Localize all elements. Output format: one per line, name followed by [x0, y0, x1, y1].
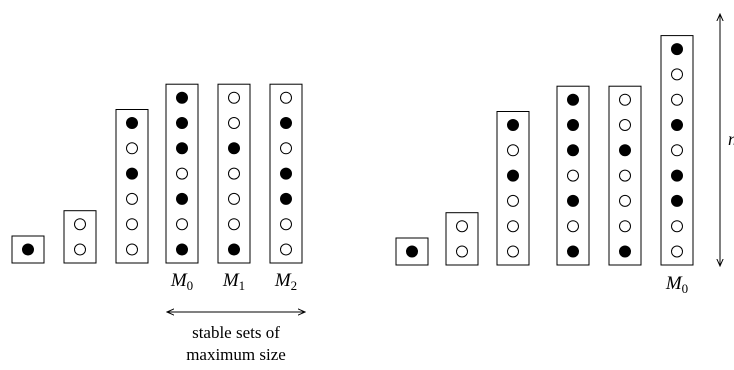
right-column-box-0 [395, 237, 429, 266]
left-column-label-0: M0 [170, 270, 193, 293]
right-column-label-sub-0: 0 [682, 281, 689, 296]
right-vertex-5-0-filled [671, 43, 683, 56]
right-vertex-2-4-empty [507, 220, 519, 233]
left-vertex-2-4-empty [126, 218, 138, 231]
right-vertex-4-1-empty [619, 119, 631, 131]
right-column-box-2 [496, 111, 530, 266]
left-vertex-5-2-empty [280, 142, 292, 155]
right-vertex-4-2-filled [619, 144, 631, 157]
right-vertex-5-7-empty [671, 220, 683, 233]
right-vertex-1-0-empty [456, 220, 468, 233]
left-vertex-0-0-filled [22, 243, 34, 256]
left-vertex-5-4-filled [280, 192, 292, 205]
right-panel: M0 [395, 35, 694, 296]
left-vertex-3-2-filled [176, 142, 188, 155]
right-vertex-3-2-filled [567, 144, 579, 157]
left-vertex-2-3-empty [126, 192, 138, 205]
left-column-label-2: M2 [274, 270, 297, 293]
right-vertex-4-4-empty [619, 194, 631, 207]
right-vertex-2-5-empty [507, 245, 519, 258]
left-vertex-4-3-empty [228, 167, 240, 180]
left-column-label-sub-2: 2 [291, 278, 298, 293]
left-vertex-4-6-filled [228, 243, 240, 256]
left-vertex-4-0-empty [228, 91, 240, 104]
left-column-label-base-1: M [222, 270, 240, 291]
left-column-label-base-2: M [274, 270, 292, 291]
left-column-box-4 [217, 83, 251, 264]
right-vertex-2-2-filled [507, 169, 519, 182]
left-vertex-3-5-empty [176, 218, 188, 231]
right-vertex-4-6-filled [619, 245, 631, 258]
left-vertex-4-4-empty [228, 192, 240, 205]
right-vertex-3-4-filled [567, 194, 579, 207]
right-column-label-base-0: M [665, 273, 683, 294]
left-column-box-5 [269, 83, 303, 264]
left-vertex-3-6-filled [176, 243, 188, 256]
left-vertex-5-3-filled [280, 167, 292, 180]
dimension-label: n [728, 129, 734, 149]
left-column-label-sub-1: 1 [239, 278, 246, 293]
left-vertex-2-1-empty [126, 142, 138, 155]
right-vertex-5-2-empty [671, 93, 683, 106]
left-vertex-1-0-empty [74, 218, 86, 231]
left-vertex-2-2-filled [126, 167, 138, 180]
left-vertex-3-0-filled [176, 91, 188, 104]
left-vertex-2-0-filled [126, 117, 138, 129]
left-vertex-3-3-empty [176, 167, 188, 180]
left-column-box-2 [115, 109, 149, 264]
right-column-box-4 [608, 85, 642, 266]
right-vertex-5-6-filled [671, 194, 683, 207]
left-vertex-4-1-empty [228, 117, 240, 129]
right-vertex-5-3-filled [671, 119, 683, 131]
right-vertex-3-1-filled [567, 119, 579, 131]
right-vertex-5-1-empty [671, 68, 683, 81]
right-vertex-2-1-empty [507, 144, 519, 157]
left-column-label-base-0: M [170, 270, 188, 291]
right-vertex-5-4-empty [671, 144, 683, 157]
right-column-label-0: M0 [665, 273, 688, 296]
right-vertex-3-5-empty [567, 220, 579, 233]
left-vertex-3-1-filled [176, 117, 188, 129]
left-vertex-4-5-empty [228, 218, 240, 231]
right-vertex-2-3-empty [507, 194, 519, 207]
left-column-label-1: M1 [222, 270, 245, 293]
caption-line-2: maximum size [186, 345, 286, 364]
left-vertex-5-6-empty [280, 243, 292, 256]
left-vertex-1-1-empty [74, 243, 86, 256]
right-column-box-5 [660, 35, 694, 266]
right-vertex-4-5-empty [619, 220, 631, 233]
right-column-box-1 [445, 212, 479, 266]
left-vertex-4-2-filled [228, 142, 240, 155]
right-vertex-0-0-filled [406, 245, 418, 258]
left-column-box-1 [63, 210, 97, 264]
right-vertex-2-0-filled [507, 119, 519, 131]
left-column-label-sub-0: 0 [187, 278, 194, 293]
right-vertex-1-1-empty [456, 245, 468, 258]
left-vertex-3-4-filled [176, 192, 188, 205]
right-column-box-3 [556, 85, 590, 266]
right-vertex-5-5-filled [671, 169, 683, 182]
right-vertex-3-3-empty [567, 169, 579, 182]
right-vertex-3-6-filled [567, 245, 579, 258]
left-column-box-3 [165, 83, 199, 264]
right-vertex-4-0-empty [619, 93, 631, 106]
left-vertex-5-1-filled [280, 117, 292, 129]
left-column-box-0 [11, 235, 45, 264]
left-vertex-5-5-empty [280, 218, 292, 231]
left-vertex-5-0-empty [280, 91, 292, 104]
right-vertex-4-3-empty [619, 169, 631, 182]
right-vertex-5-8-empty [671, 245, 683, 258]
left-vertex-2-5-empty [126, 243, 138, 256]
right-vertex-3-0-filled [567, 93, 579, 106]
caption-line-1: stable sets of [192, 323, 280, 342]
